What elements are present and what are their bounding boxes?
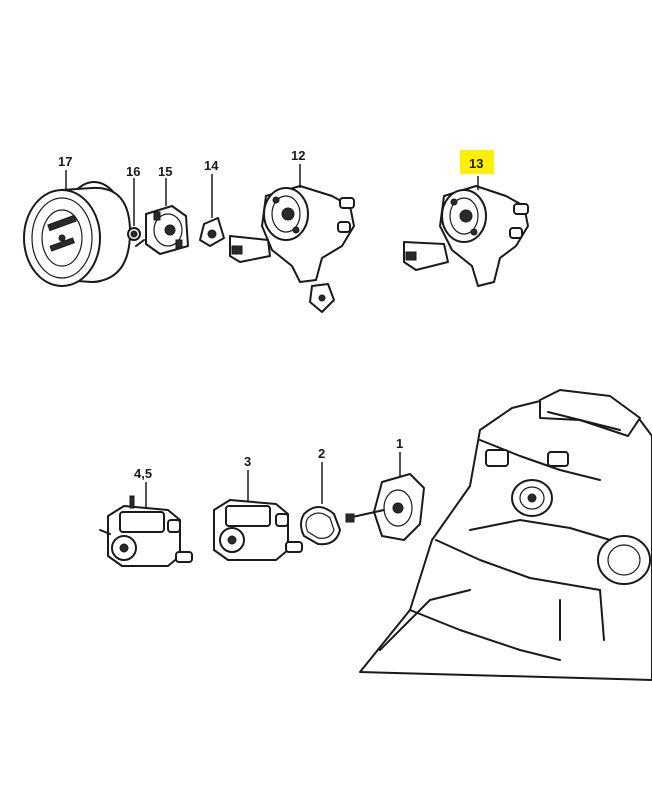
callout-15: 15: [158, 164, 172, 179]
callout-17: 17: [58, 154, 72, 169]
part-16-nut[interactable]: [127, 227, 141, 241]
part-15-clutch[interactable]: [135, 205, 189, 255]
callout-4-5: 4,5: [134, 466, 152, 481]
part-4-5-carburetor[interactable]: [99, 495, 193, 567]
highlight-box-13: [460, 150, 494, 174]
part-14-clip[interactable]: [199, 217, 225, 247]
chainsaw-body: [359, 389, 652, 681]
part-1-manifold[interactable]: [345, 473, 425, 541]
callout-14: 14: [204, 158, 219, 173]
part-3-carburetor[interactable]: [213, 499, 303, 561]
callout-12: 12: [291, 148, 305, 163]
part-17-drum[interactable]: [23, 181, 131, 287]
callout-1: 1: [396, 436, 403, 451]
callout-16: 16: [126, 164, 140, 179]
callout-13: 13: [469, 156, 483, 171]
callout-3: 3: [244, 454, 251, 469]
part-13-intake-mount[interactable]: [403, 185, 529, 287]
part-12-intake-mount[interactable]: [229, 185, 355, 313]
part-2-gasket[interactable]: [300, 506, 341, 546]
callout-2: 2: [318, 446, 325, 461]
